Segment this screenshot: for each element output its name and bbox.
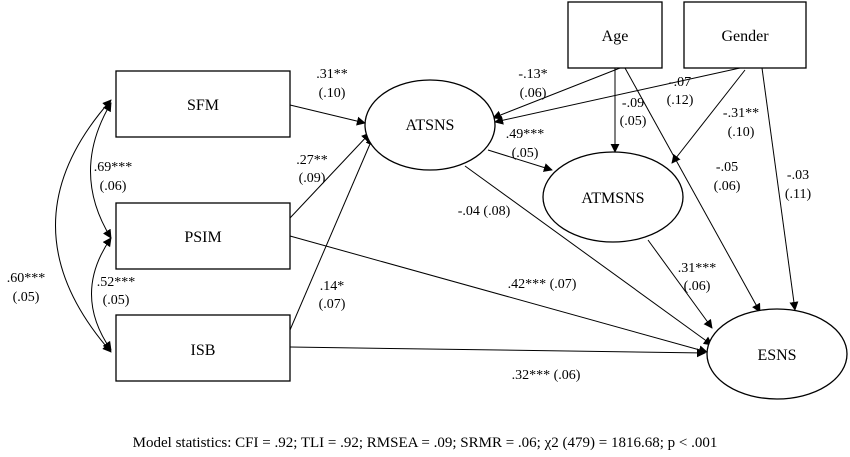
coef-psim-atsns: .27** [296,153,328,168]
node-psim-label: PSIM [184,229,221,246]
se-covariance-psim-isb: (.05) [103,293,130,308]
edge-atsns-esns [464,165,713,346]
node-atsns-label: ATSNS [406,117,455,134]
node-atmsns [542,151,684,243]
se-gender-atmsns: (.10) [728,125,755,140]
se-age-atmsns: (.05) [620,114,647,129]
coef-isb-atsns: .14* [320,279,345,294]
covariance-sfm-isb [55,99,112,353]
se-age-atsns: (.06) [520,86,547,101]
coef-age-atsns: -.13* [518,67,547,82]
edge-age-atsns [492,67,621,120]
edge-gender-atsns [494,67,741,125]
coef-atsns-atmsns: .49*** [506,127,545,142]
edge-isb-esns [289,346,706,358]
node-atmsns-label: ATMSNS [581,190,644,207]
node-gender [683,1,807,69]
se-covariance-sfm-psim: (.06) [100,179,127,194]
node-psim [115,202,291,270]
node-isb-label: ISB [191,342,216,359]
se-atmsns-esns: (.06) [684,279,711,294]
edge-sfm-atsns [289,104,366,126]
coef-atsns-esns: -.04 (.08) [458,204,511,219]
se-psim-atsns: (.09) [299,171,326,186]
node-sfm [115,70,291,138]
coef-psim-esns: .42*** (.07) [508,277,577,292]
coef-sfm-atsns: .31** [316,67,348,82]
model-statistics: Model statistics: CFI = .92; TLI = .92; … [133,435,718,451]
node-sfm-label: SFM [187,97,219,114]
node-esns [706,308,848,400]
edge-age-esns [624,67,761,313]
coef-covariance-sfm-psim: .69*** [94,160,133,175]
se-gender-esns: (.11) [785,187,812,202]
edge-atsns-atmsns [487,149,553,172]
coef-isb-esns: .32*** (.06) [512,368,581,383]
edge-atmsns-esns [647,239,713,329]
coef-covariance-sfm-isb: .60*** [7,271,46,286]
se-age-esns: (.06) [714,179,741,194]
edge-psim-esns [289,235,708,355]
node-age-label: Age [602,28,629,45]
se-gender-atsns: (.12) [667,93,694,108]
edge-gender-esns [761,67,799,311]
edge-gender-atmsns [671,69,746,164]
coef-gender-esns: -.03 [787,168,809,183]
coef-gender-atsns: -.07 [669,75,691,90]
edge-psim-atsns [289,132,371,219]
node-age [567,1,663,69]
node-gender-label: Gender [721,28,769,45]
se-atsns-atmsns: (.05) [512,146,539,161]
node-atsns [364,79,496,171]
se-isb-atsns: (.07) [319,297,346,312]
se-sfm-atsns: (.10) [319,86,346,101]
edge-isb-atsns [289,136,374,331]
se-covariance-sfm-isb: (.05) [13,290,40,305]
node-isb [115,314,291,382]
coef-atmsns-esns: .31*** [678,261,717,276]
coef-age-esns: -.05 [716,160,738,175]
coef-gender-atmsns: -.31** [723,106,759,121]
coef-age-atmsns: -.09 [622,96,644,111]
node-esns-label: ESNS [757,347,796,364]
coef-covariance-psim-isb: .52*** [97,275,136,290]
